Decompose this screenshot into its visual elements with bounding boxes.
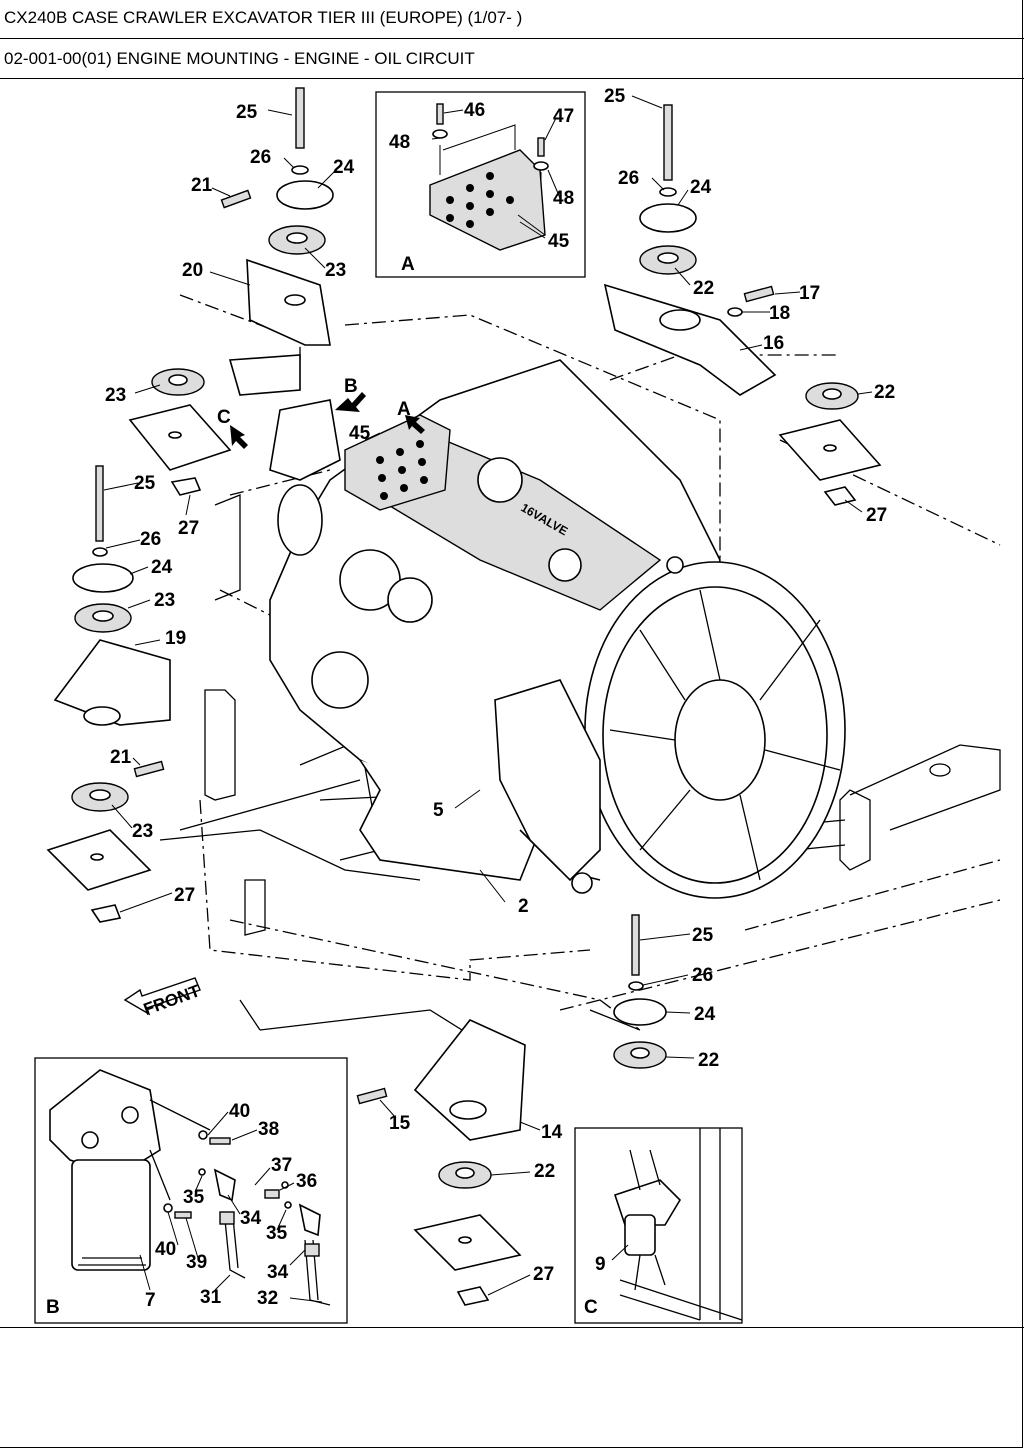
callout-9: 9 xyxy=(595,1254,606,1275)
cooling-fan xyxy=(494,556,846,899)
callout-22: 22 xyxy=(693,278,714,299)
leader-lines xyxy=(103,95,873,1303)
callout-24: 24 xyxy=(694,1004,716,1025)
arrow-c-label: C xyxy=(217,407,231,428)
inset-c xyxy=(574,1127,743,1324)
section-title: 02-001-00(01) ENGINE MOUNTING - ENGINE -… xyxy=(4,49,475,68)
callout-24: 24 xyxy=(690,177,712,198)
callout-48: 48 xyxy=(553,188,574,209)
arrow-a-label: A xyxy=(397,399,411,420)
callout-23: 23 xyxy=(325,260,346,281)
callout-25: 25 xyxy=(236,102,258,123)
callout-36: 36 xyxy=(296,1171,317,1192)
callout-23: 23 xyxy=(154,590,175,611)
callout-34: 34 xyxy=(267,1262,289,1283)
callout-32: 32 xyxy=(257,1288,278,1309)
callout-24: 24 xyxy=(333,157,355,178)
callout-38: 38 xyxy=(258,1119,279,1140)
callout-labels: 25 26 24 21 23 20 46 47 48 48 45 A 25 26… xyxy=(46,86,895,1318)
callout-16: 16 xyxy=(763,333,784,354)
callout-45: 45 xyxy=(548,231,570,252)
bolt-holes xyxy=(376,440,428,500)
inset-b-letter: B xyxy=(46,1297,60,1318)
callout-35: 35 xyxy=(183,1187,205,1208)
inset-a xyxy=(375,91,586,278)
callout-14: 14 xyxy=(541,1122,563,1143)
callout-21: 21 xyxy=(191,175,213,196)
callout-37: 37 xyxy=(271,1155,292,1176)
callout-15: 15 xyxy=(389,1113,411,1134)
model-title: CX240B CASE CRAWLER EXCAVATOR TIER III (… xyxy=(4,8,523,27)
callout-22: 22 xyxy=(534,1161,555,1182)
arrow-a-icon xyxy=(405,415,425,434)
mounting-hardware xyxy=(46,87,882,1306)
callout-24: 24 xyxy=(151,557,173,578)
callout-31: 31 xyxy=(200,1287,222,1308)
inset-b xyxy=(34,1057,348,1324)
callout-45: 45 xyxy=(349,423,371,444)
header-divider xyxy=(0,38,1024,39)
footer-rule xyxy=(0,1327,1024,1328)
callout-26: 26 xyxy=(692,965,713,986)
callout-48: 48 xyxy=(389,132,410,153)
callout-25: 25 xyxy=(134,473,156,494)
callout-21: 21 xyxy=(110,747,132,768)
callout-25: 25 xyxy=(692,925,714,946)
inset-a-letter: A xyxy=(401,254,415,275)
callout-5: 5 xyxy=(433,800,444,821)
callout-35: 35 xyxy=(266,1223,288,1244)
callout-27: 27 xyxy=(178,518,199,539)
callout-40: 40 xyxy=(155,1239,176,1260)
callout-23: 23 xyxy=(132,821,153,842)
arrow-c-icon xyxy=(230,425,248,449)
callout-19: 19 xyxy=(165,628,186,649)
callout-22: 22 xyxy=(874,382,895,403)
callout-39: 39 xyxy=(186,1252,207,1273)
callout-26: 26 xyxy=(250,147,271,168)
arrow-b-icon xyxy=(335,392,366,412)
arrow-b-label: B xyxy=(344,376,358,397)
view-arrows xyxy=(123,392,425,1016)
header-bottom-rule xyxy=(0,78,1024,79)
callout-22: 22 xyxy=(698,1050,719,1071)
callout-40: 40 xyxy=(229,1101,250,1122)
callout-27: 27 xyxy=(866,505,887,526)
callout-26: 26 xyxy=(618,168,639,189)
callout-18: 18 xyxy=(769,303,790,324)
callout-23: 23 xyxy=(105,385,126,406)
callout-25: 25 xyxy=(604,86,626,107)
callout-26: 26 xyxy=(140,529,161,550)
front-arrow-icon xyxy=(123,977,201,1016)
callout-46: 46 xyxy=(464,100,485,121)
callout-20: 20 xyxy=(182,260,203,281)
callout-47: 47 xyxy=(553,106,574,127)
callout-7: 7 xyxy=(145,1290,156,1311)
callout-27: 27 xyxy=(174,885,195,906)
callout-27: 27 xyxy=(533,1264,554,1285)
inset-c-letter: C xyxy=(584,1297,598,1318)
callout-2: 2 xyxy=(518,896,529,917)
callout-17: 17 xyxy=(799,283,820,304)
callout-34: 34 xyxy=(240,1208,262,1229)
